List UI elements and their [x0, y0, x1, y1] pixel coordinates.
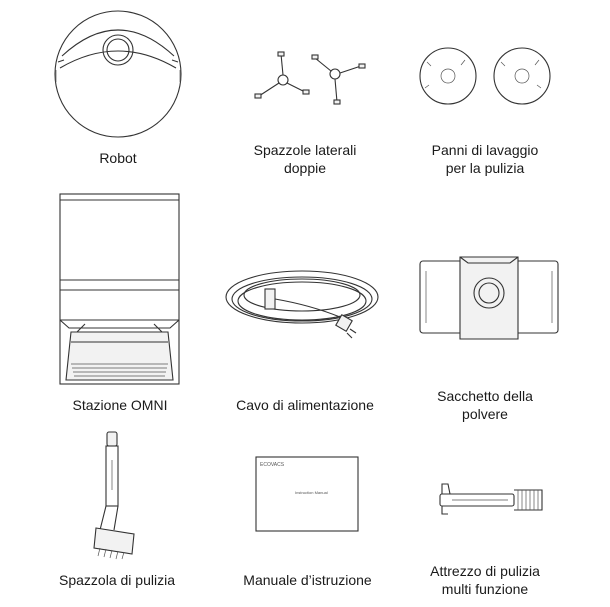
- cleaning-brush-illustration: [92, 430, 142, 560]
- dust-bag-caption: Sacchetto della polvere: [410, 387, 560, 423]
- side-brushes-caption-line1: Spazzole laterali: [253, 142, 357, 158]
- robot-caption: Robot: [99, 150, 137, 166]
- multi-tool-illustration: [438, 480, 548, 518]
- omni-station-illustration: [57, 192, 182, 392]
- dust-bag-caption-line2: polvere: [462, 406, 508, 422]
- multi-tool-caption-line1: Attrezzo di pulizia: [430, 563, 540, 579]
- side-brushes-caption: Spazzole laterali doppie: [230, 141, 380, 177]
- side-brushes-illustration: [254, 51, 366, 107]
- side-brushes-caption-line2: doppie: [283, 160, 327, 176]
- cleaning-brush-caption: Spazzola di pulizia: [59, 572, 175, 588]
- mopping-pads-illustration: [415, 47, 555, 108]
- multi-tool-caption: Attrezzo di pulizia multi funzione: [410, 562, 560, 598]
- robot-illustration: [48, 10, 188, 138]
- mopping-pads-caption-line2: per la pulizia: [445, 160, 525, 176]
- mopping-pads-caption: Panni di lavaggio per la pulizia: [410, 141, 560, 177]
- multi-tool-caption-line2: multi funzione: [441, 581, 529, 597]
- omni-station-caption: Stazione OMNI: [72, 397, 168, 413]
- power-cable-illustration: [220, 265, 385, 345]
- dust-bag-illustration: [418, 253, 560, 343]
- instruction-manual-caption: Manuale d’istruzione: [243, 572, 372, 588]
- dust-bag-caption-line1: Sacchetto della: [437, 388, 533, 404]
- manual-brand-logo: ECOVACS: [260, 462, 285, 468]
- manual-title-text: Instruction Manual: [295, 490, 328, 495]
- power-cable-caption: Cavo di alimentazione: [236, 397, 374, 413]
- instruction-manual-illustration: ECOVACS Instruction Manual: [255, 456, 359, 532]
- mopping-pads-caption-line1: Panni di lavaggio: [431, 142, 539, 158]
